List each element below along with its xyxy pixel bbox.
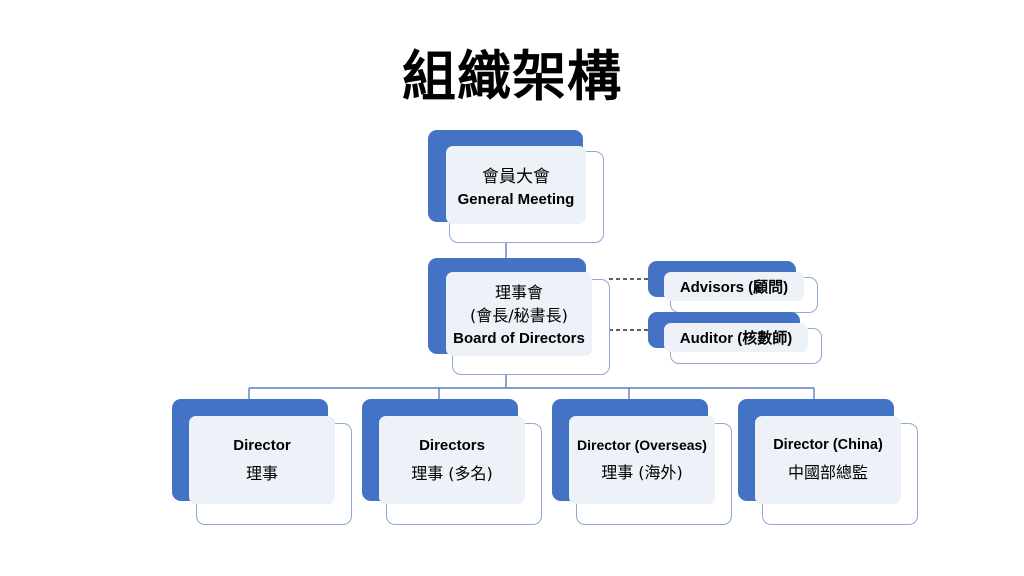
node-label-en: Advisors (顧問) bbox=[679, 279, 789, 296]
node-directors[interactable]: Directors 理事 (多名) bbox=[362, 399, 542, 525]
node-label-en: Board of Directors bbox=[453, 330, 585, 348]
node-card: 會員大會 General Meeting bbox=[446, 146, 586, 224]
node-card: 理事會 (會長/秘書長) Board of Directors bbox=[446, 272, 592, 356]
node-label-zh-primary: 理事會 bbox=[494, 282, 543, 302]
page-title: 組織架構 bbox=[402, 47, 622, 107]
node-general-meeting[interactable]: 會員大會 General Meeting bbox=[428, 130, 604, 243]
node-label-zh: 中國部總監 bbox=[787, 463, 868, 482]
node-label-zh: 會員大會 bbox=[482, 167, 550, 187]
node-label-zh-secondary: (會長/秘書長) bbox=[470, 306, 568, 325]
node-card: Director (China) 中國部總監 bbox=[755, 416, 901, 504]
node-director-china[interactable]: Director (China) 中國部總監 bbox=[738, 399, 918, 525]
node-card: Directors 理事 (多名) bbox=[379, 416, 525, 504]
node-label-zh: 理事 (多名) bbox=[411, 463, 493, 483]
node-card: Auditor (核數師) bbox=[664, 323, 808, 352]
node-card: Director 理事 bbox=[189, 416, 335, 504]
node-card: Director (Overseas) 理事 (海外) bbox=[569, 416, 715, 504]
node-card: Advisors (顧問) bbox=[664, 272, 804, 301]
node-label-en: General Meeting bbox=[457, 191, 575, 208]
node-label-en: Director (China) bbox=[773, 437, 883, 453]
node-board-of-directors[interactable]: 理事會 (會長/秘書長) Board of Directors bbox=[428, 258, 610, 375]
node-label-en: Director bbox=[233, 436, 291, 454]
node-label-en: Auditor (核數師) bbox=[679, 330, 793, 347]
node-advisors[interactable]: Advisors (顧問) bbox=[648, 261, 818, 313]
node-label-en: Directors bbox=[419, 436, 485, 454]
node-director-overseas[interactable]: Director (Overseas) 理事 (海外) bbox=[552, 399, 732, 525]
node-label-zh: 理事 (海外) bbox=[601, 463, 683, 482]
node-auditor[interactable]: Auditor (核數師) bbox=[648, 312, 822, 364]
node-director[interactable]: Director 理事 bbox=[172, 399, 352, 525]
node-label-en: Director (Overseas) bbox=[577, 437, 707, 453]
node-label-zh: 理事 bbox=[245, 463, 278, 483]
